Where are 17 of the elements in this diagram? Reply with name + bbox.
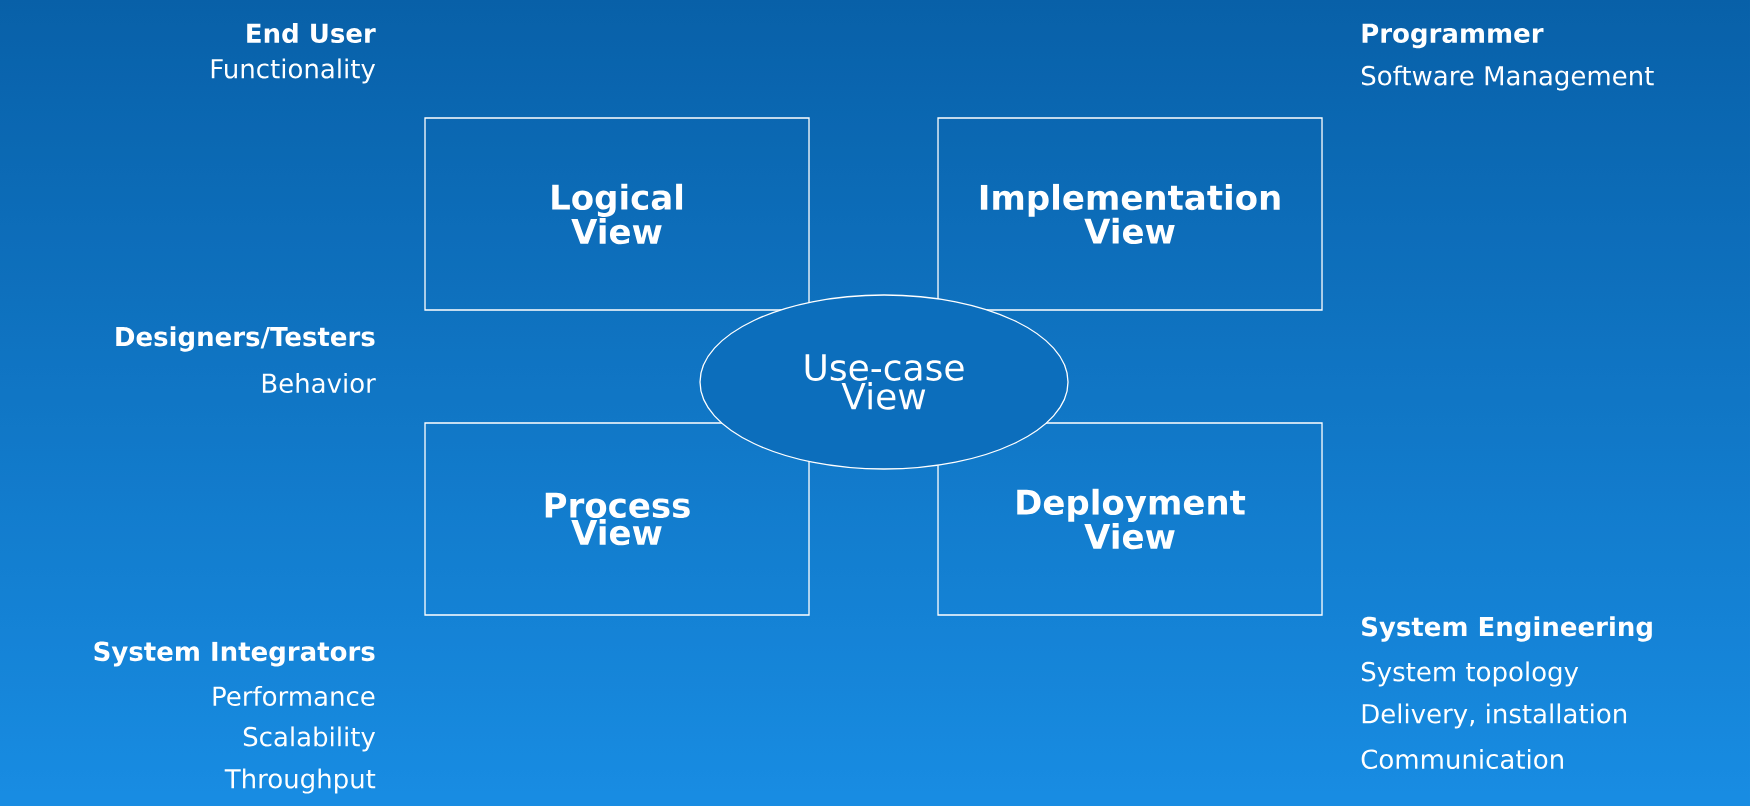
role-heading: System Engineering	[1362, 616, 1652, 642]
role-heading: System Integrators	[94, 641, 375, 667]
concern-text: Functionality	[211, 58, 376, 84]
role-heading: Designers/Testers	[116, 326, 375, 352]
view-box: Process View	[424, 422, 810, 616]
concern-text: Scalability	[243, 726, 376, 752]
concern-text: Communication	[1361, 748, 1563, 770]
role-heading: End User	[247, 22, 376, 44]
concern-text: System topology	[1361, 661, 1579, 687]
view-box: Implementation View	[937, 117, 1323, 311]
view-box: Logical View	[424, 117, 810, 311]
concern-text: Throughput	[224, 768, 376, 794]
concern-text: Behavior	[262, 372, 376, 394]
role-heading: Programmer	[1362, 23, 1544, 49]
concern-text: Performance	[213, 685, 375, 707]
concern-text: Software Management	[1361, 65, 1654, 91]
concern-text: Delivery, installation	[1362, 703, 1627, 729]
